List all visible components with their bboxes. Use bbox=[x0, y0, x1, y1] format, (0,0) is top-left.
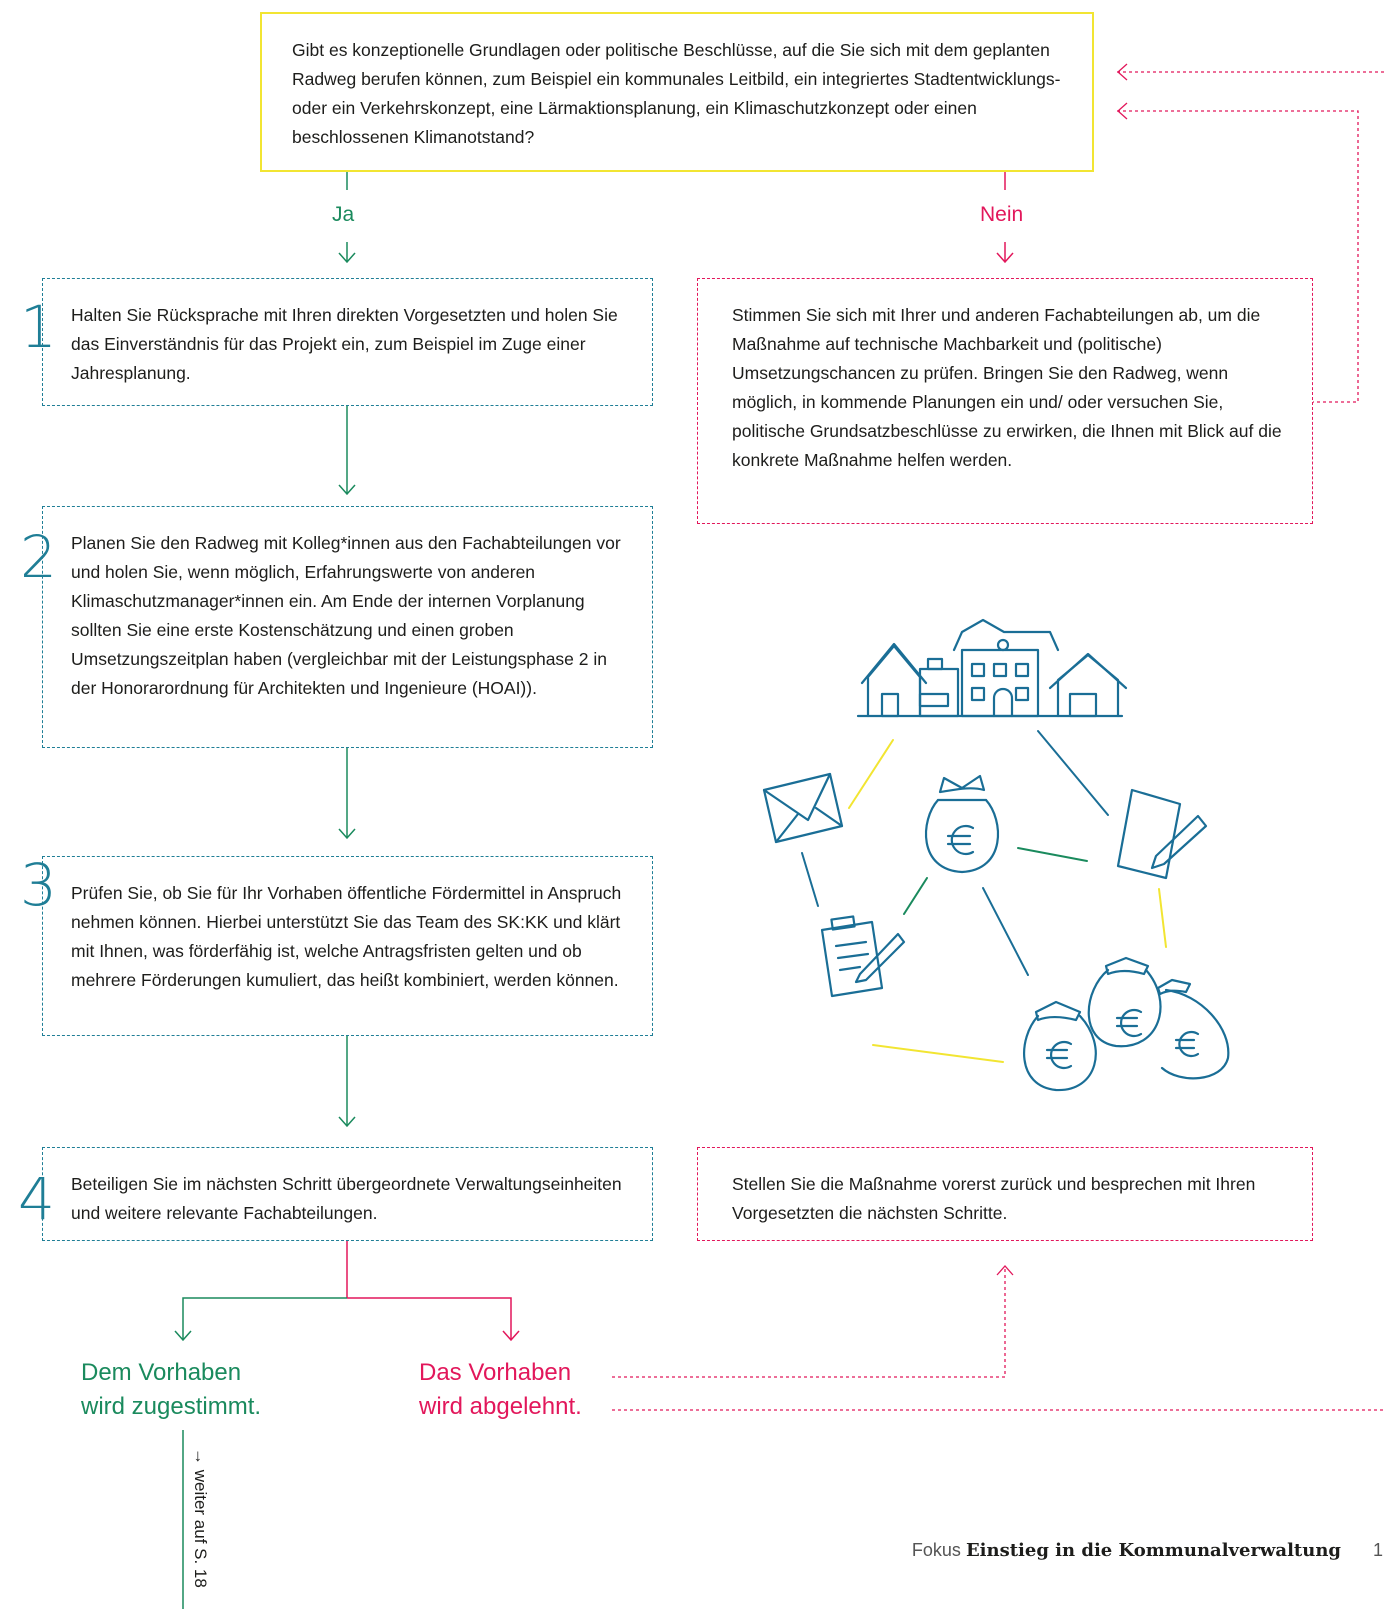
approved-line-2: wird zugestimmt. bbox=[81, 1393, 262, 1420]
step-3-box: Prüfen Sie, ob Sie für Ihr Vorhaben öffe… bbox=[42, 856, 653, 1036]
rejected-line-2: wird abgelehnt. bbox=[419, 1393, 582, 1420]
feedback-lines bbox=[612, 71, 1385, 1411]
arrow-down-icon bbox=[338, 242, 356, 264]
no-label: Nein bbox=[980, 203, 1024, 226]
question-box: Gibt es konzeptionelle Grundlagen oder p… bbox=[260, 12, 1094, 172]
step-number-2: 2 bbox=[20, 523, 57, 591]
houses-icon bbox=[856, 618, 1128, 718]
no-action-text: Stimmen Sie sich mit Ihrer und anderen F… bbox=[732, 305, 1282, 470]
rejected-branch bbox=[347, 1297, 520, 1342]
document-pen-icon bbox=[1116, 788, 1208, 880]
step-3-text: Prüfen Sie, ob Sie für Ihr Vorhaben öffe… bbox=[71, 883, 622, 990]
arrow-down-icon bbox=[996, 242, 1014, 264]
page-number: 1 bbox=[1373, 1540, 1384, 1560]
step-connector-2-3 bbox=[338, 748, 356, 840]
clipboard-icon bbox=[820, 915, 906, 998]
step-number-3: 3 bbox=[20, 851, 57, 919]
step-4-box: Beteiligen Sie im nächsten Schritt überg… bbox=[42, 1147, 653, 1241]
continue-note: → weiter auf S. 18 bbox=[191, 1448, 210, 1588]
network-illustration bbox=[762, 618, 1230, 1092]
page-footer: Fokus Einstieg in die Kommunalverwaltung bbox=[912, 1540, 1341, 1561]
rejected-outcome: Das Vorhaben wird abgelehnt. bbox=[419, 1356, 582, 1424]
yes-label: Ja bbox=[332, 203, 355, 226]
step-connector-3-4 bbox=[338, 1036, 356, 1128]
question-text: Gibt es konzeptionelle Grundlagen oder p… bbox=[292, 40, 1061, 147]
step-connector-1-2 bbox=[338, 406, 356, 496]
step-2-box: Planen Sie den Radweg mit Kolleg*innen a… bbox=[42, 506, 653, 748]
step-2-text: Planen Sie den Radweg mit Kolleg*innen a… bbox=[71, 533, 621, 698]
step-number-4: 4 bbox=[18, 1165, 55, 1233]
money-bags-icon bbox=[1023, 956, 1230, 1092]
no-action-box: Stimmen Sie sich mit Ihrer und anderen F… bbox=[697, 278, 1313, 524]
rejected-line-1: Das Vorhaben bbox=[419, 1359, 572, 1386]
money-bag-icon bbox=[925, 774, 999, 874]
feedback-arrowheads bbox=[996, 63, 1128, 1276]
approved-line-1: Dem Vorhaben bbox=[81, 1359, 242, 1386]
mail-icon bbox=[762, 772, 844, 844]
step-4-text: Beteiligen Sie im nächsten Schritt überg… bbox=[71, 1174, 622, 1223]
step-1-box: Halten Sie Rücksprache mit Ihren direkte… bbox=[42, 278, 653, 406]
step-1-text: Halten Sie Rücksprache mit Ihren direkte… bbox=[71, 305, 618, 383]
footer-title: Einstieg in die Kommunalverwaltung bbox=[965, 1540, 1341, 1561]
footer-prefix: Fokus bbox=[911, 1540, 961, 1560]
step-number-1: 1 bbox=[20, 293, 57, 361]
postpone-text: Stellen Sie die Maßnahme vorerst zurück … bbox=[732, 1174, 1256, 1223]
approved-branch bbox=[174, 1297, 347, 1342]
postpone-box: Stellen Sie die Maßnahme vorerst zurück … bbox=[697, 1147, 1313, 1241]
approved-outcome: Dem Vorhaben wird zugestimmt. bbox=[81, 1356, 261, 1424]
